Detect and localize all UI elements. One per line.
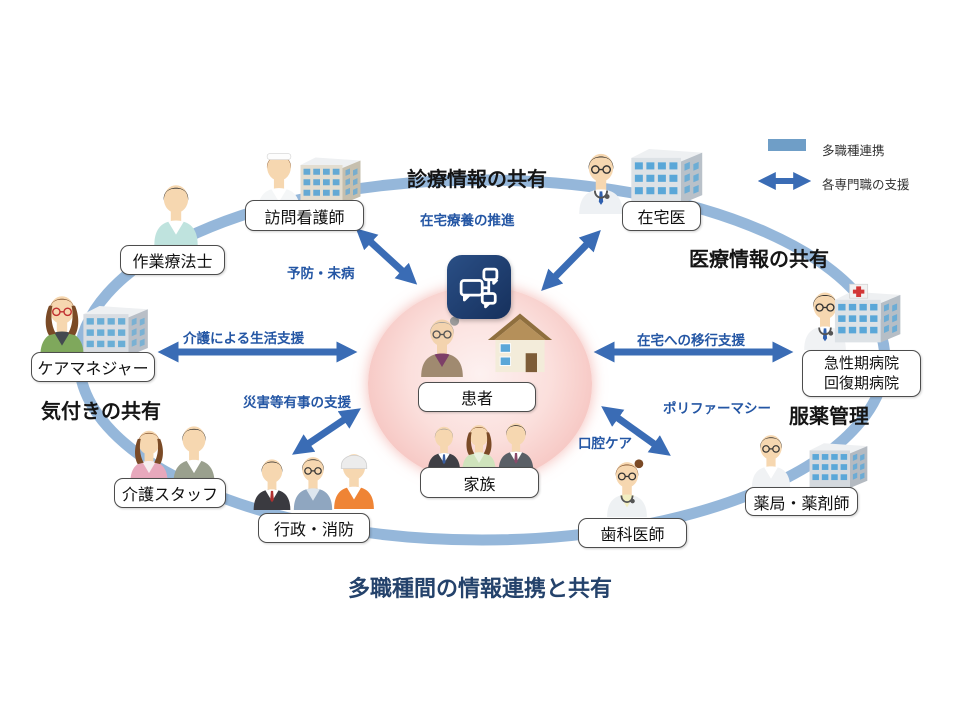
- label-occupational-therapist: 作業療法士: [120, 245, 225, 275]
- label-acute-hospital-line2: 回復期病院: [823, 374, 899, 392]
- heading-awareness-sharing: 気付きの共有: [41, 401, 161, 423]
- admin-officer-icon: [250, 452, 294, 510]
- home-doctor-icon: [572, 146, 630, 214]
- label-pharmacy: 薬局・薬剤師: [745, 487, 858, 516]
- occupational-therapist-icon: [150, 177, 202, 245]
- hospital-building-icon: [626, 140, 704, 204]
- office-building-icon: [76, 298, 152, 356]
- arrow-dentist-pharmacy-center: [601, 406, 671, 456]
- heading-medical-info-sharing: 医療情報の共有: [689, 249, 829, 271]
- family-father-icon: [494, 417, 538, 471]
- chat-network-icon: [447, 255, 511, 319]
- firefighter-icon: [330, 447, 378, 509]
- pharmacy-building-icon: [804, 436, 870, 488]
- arrow-nurse-center: [355, 228, 418, 285]
- legend-band-swatch: [768, 139, 806, 151]
- patient-icon: [417, 305, 467, 377]
- house-icon: [486, 308, 554, 374]
- legend-collab-label: 多職種連携: [822, 144, 885, 158]
- arrow-adminfire-center: [292, 408, 361, 455]
- dentist-icon: [598, 455, 656, 517]
- label-visiting-nurse: 訪問看護師: [245, 200, 364, 231]
- flow-polypharmacy: ポリファーマシー: [663, 401, 771, 416]
- family-grandfather-icon: [424, 421, 464, 471]
- flow-life-support: 介護による生活支援: [183, 331, 305, 346]
- label-patient: 患者: [418, 382, 536, 412]
- heading-medication-management: 服薬管理: [789, 406, 869, 428]
- label-admin-fire: 行政・消防: [258, 513, 370, 543]
- arrow-doctor-center: [541, 229, 601, 292]
- pharmacist-icon: [748, 424, 794, 488]
- page-title: 多職種間の情報連携と共有: [347, 576, 612, 601]
- care-staff-woman-icon: [126, 424, 172, 482]
- heading-care-info-sharing: 診療情報の共有: [407, 169, 547, 191]
- legend-support-label: 各専門職の支援: [822, 178, 910, 192]
- municipal-worker-icon: [290, 450, 336, 510]
- clinic-building-icon: [296, 148, 362, 204]
- label-family: 家族: [420, 467, 539, 498]
- flow-disaster-support: 災害等有事の支援: [243, 395, 351, 410]
- label-acute-hospital: 急性期病院 回復期病院: [802, 350, 921, 397]
- family-mother-icon: [458, 419, 500, 471]
- label-acute-hospital-line1: 急性期病院: [823, 354, 899, 372]
- care-staff-man-icon: [168, 419, 220, 483]
- flow-home-transition: 在宅への移行支援: [637, 333, 745, 348]
- acute-hospital-building-icon: [830, 252, 902, 344]
- label-care-staff: 介護スタッフ: [114, 478, 226, 508]
- care-manager-icon: [36, 286, 88, 356]
- label-care-manager: ケアマネジャー: [31, 352, 155, 382]
- label-home-doctor: 在宅医: [622, 201, 701, 231]
- flow-prevention: 予防・未病: [287, 266, 355, 281]
- flow-oral-care: 口腔ケア: [578, 436, 632, 451]
- label-dentist: 歯科医師: [578, 518, 687, 548]
- flow-home-care-promotion: 在宅療養の推進: [420, 213, 515, 228]
